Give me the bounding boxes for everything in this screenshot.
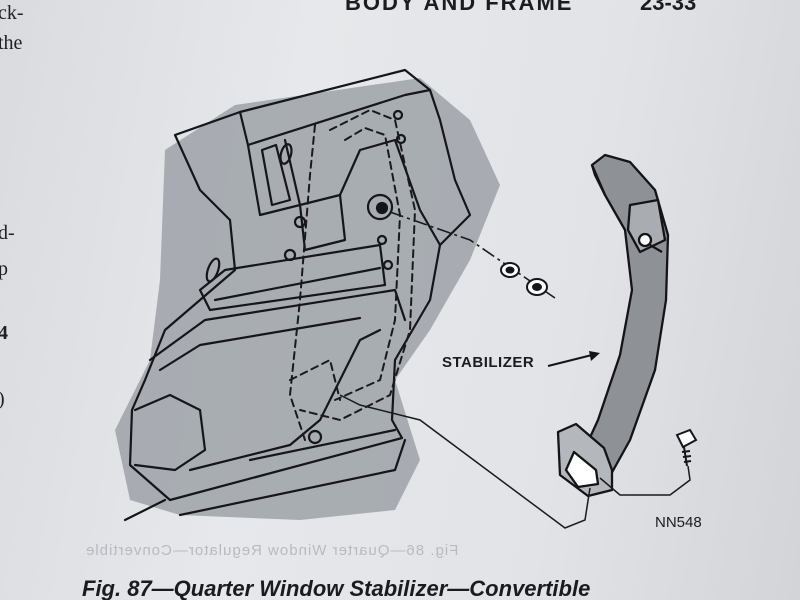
page-number: 23-33 (640, 0, 697, 15)
margin-text-fragment: ck- (0, 2, 24, 24)
figure-code: NN548 (655, 514, 702, 531)
margin-text-fragment: ) (0, 388, 5, 411)
nut-icon (500, 262, 548, 296)
panel-outline (128, 68, 472, 502)
shaded-backdrop (115, 78, 500, 520)
figure-caption: Fig. 87—Quarter Window Stabilizer—Conver… (82, 576, 591, 600)
stabilizer-callout-label: STABILIZER (442, 354, 535, 371)
margin-text-fragment: the (0, 32, 23, 54)
assembly-centerline (389, 211, 556, 299)
bolt-icon (675, 428, 698, 467)
margin-text-fragment: p (0, 258, 8, 280)
page-header-title: BODY AND FRAME (345, 0, 574, 15)
stabilizer-bracket (556, 153, 670, 498)
margin-text-fragment: d- (0, 222, 15, 244)
margin-text-fragment: 4 (0, 322, 8, 344)
